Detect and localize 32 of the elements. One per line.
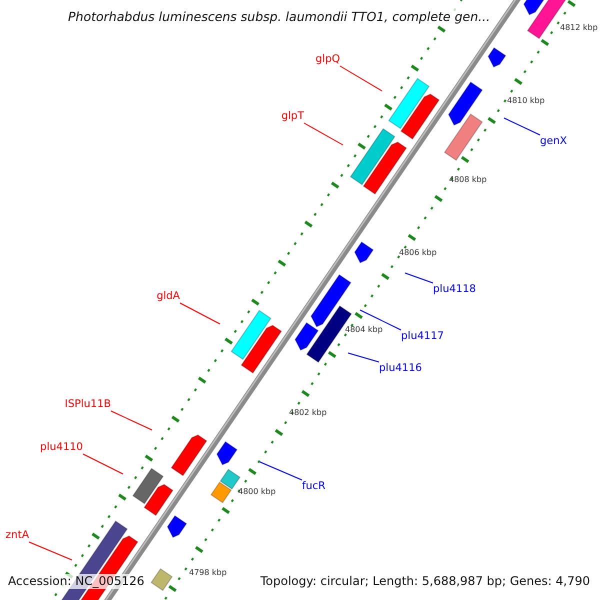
gene-label: gldA bbox=[156, 290, 180, 303]
genome-summary-text: Topology: circular; Length: 5,688,987 bp; Genes: 4,790 bbox=[260, 574, 590, 589]
leader-line bbox=[504, 118, 540, 136]
scale-label: 4810 kbp bbox=[507, 96, 545, 106]
accession-text: Accession: NC_005126 bbox=[8, 574, 144, 589]
scale-label: 4798 kbp bbox=[189, 568, 227, 578]
scale-label: 4802 kbp bbox=[289, 408, 327, 418]
leader-line bbox=[28, 542, 72, 560]
leader-line bbox=[404, 272, 434, 284]
gene-label: plu4110 bbox=[40, 441, 83, 454]
gene-label: plu4118 bbox=[433, 283, 476, 296]
leader-line bbox=[110, 410, 152, 430]
gene-label: glpQ bbox=[315, 53, 340, 66]
leader-line bbox=[304, 122, 344, 146]
scale-label: 4804 kbp bbox=[345, 325, 383, 335]
scale-label: 4812 kbp bbox=[560, 23, 598, 33]
gene-label: zntA bbox=[6, 529, 29, 542]
leader-line bbox=[82, 454, 124, 474]
gene-label: plu4116 bbox=[379, 362, 422, 375]
leader-line bbox=[180, 302, 220, 324]
gene-label: glpT bbox=[281, 110, 304, 123]
gene-label: genX bbox=[540, 135, 567, 148]
scale-label: 4806 kbp bbox=[399, 248, 437, 258]
gene-label: plu4117 bbox=[401, 330, 444, 343]
leader-line bbox=[260, 462, 302, 480]
gene-label: fucR bbox=[302, 480, 326, 493]
leader-line bbox=[360, 310, 402, 330]
gene-label: ISPlu11B bbox=[64, 398, 111, 411]
leader-line bbox=[340, 66, 382, 92]
leader-line bbox=[348, 352, 380, 362]
scale-label: 4808 kbp bbox=[449, 175, 487, 185]
scale-label: 4800 kbp bbox=[238, 487, 276, 497]
